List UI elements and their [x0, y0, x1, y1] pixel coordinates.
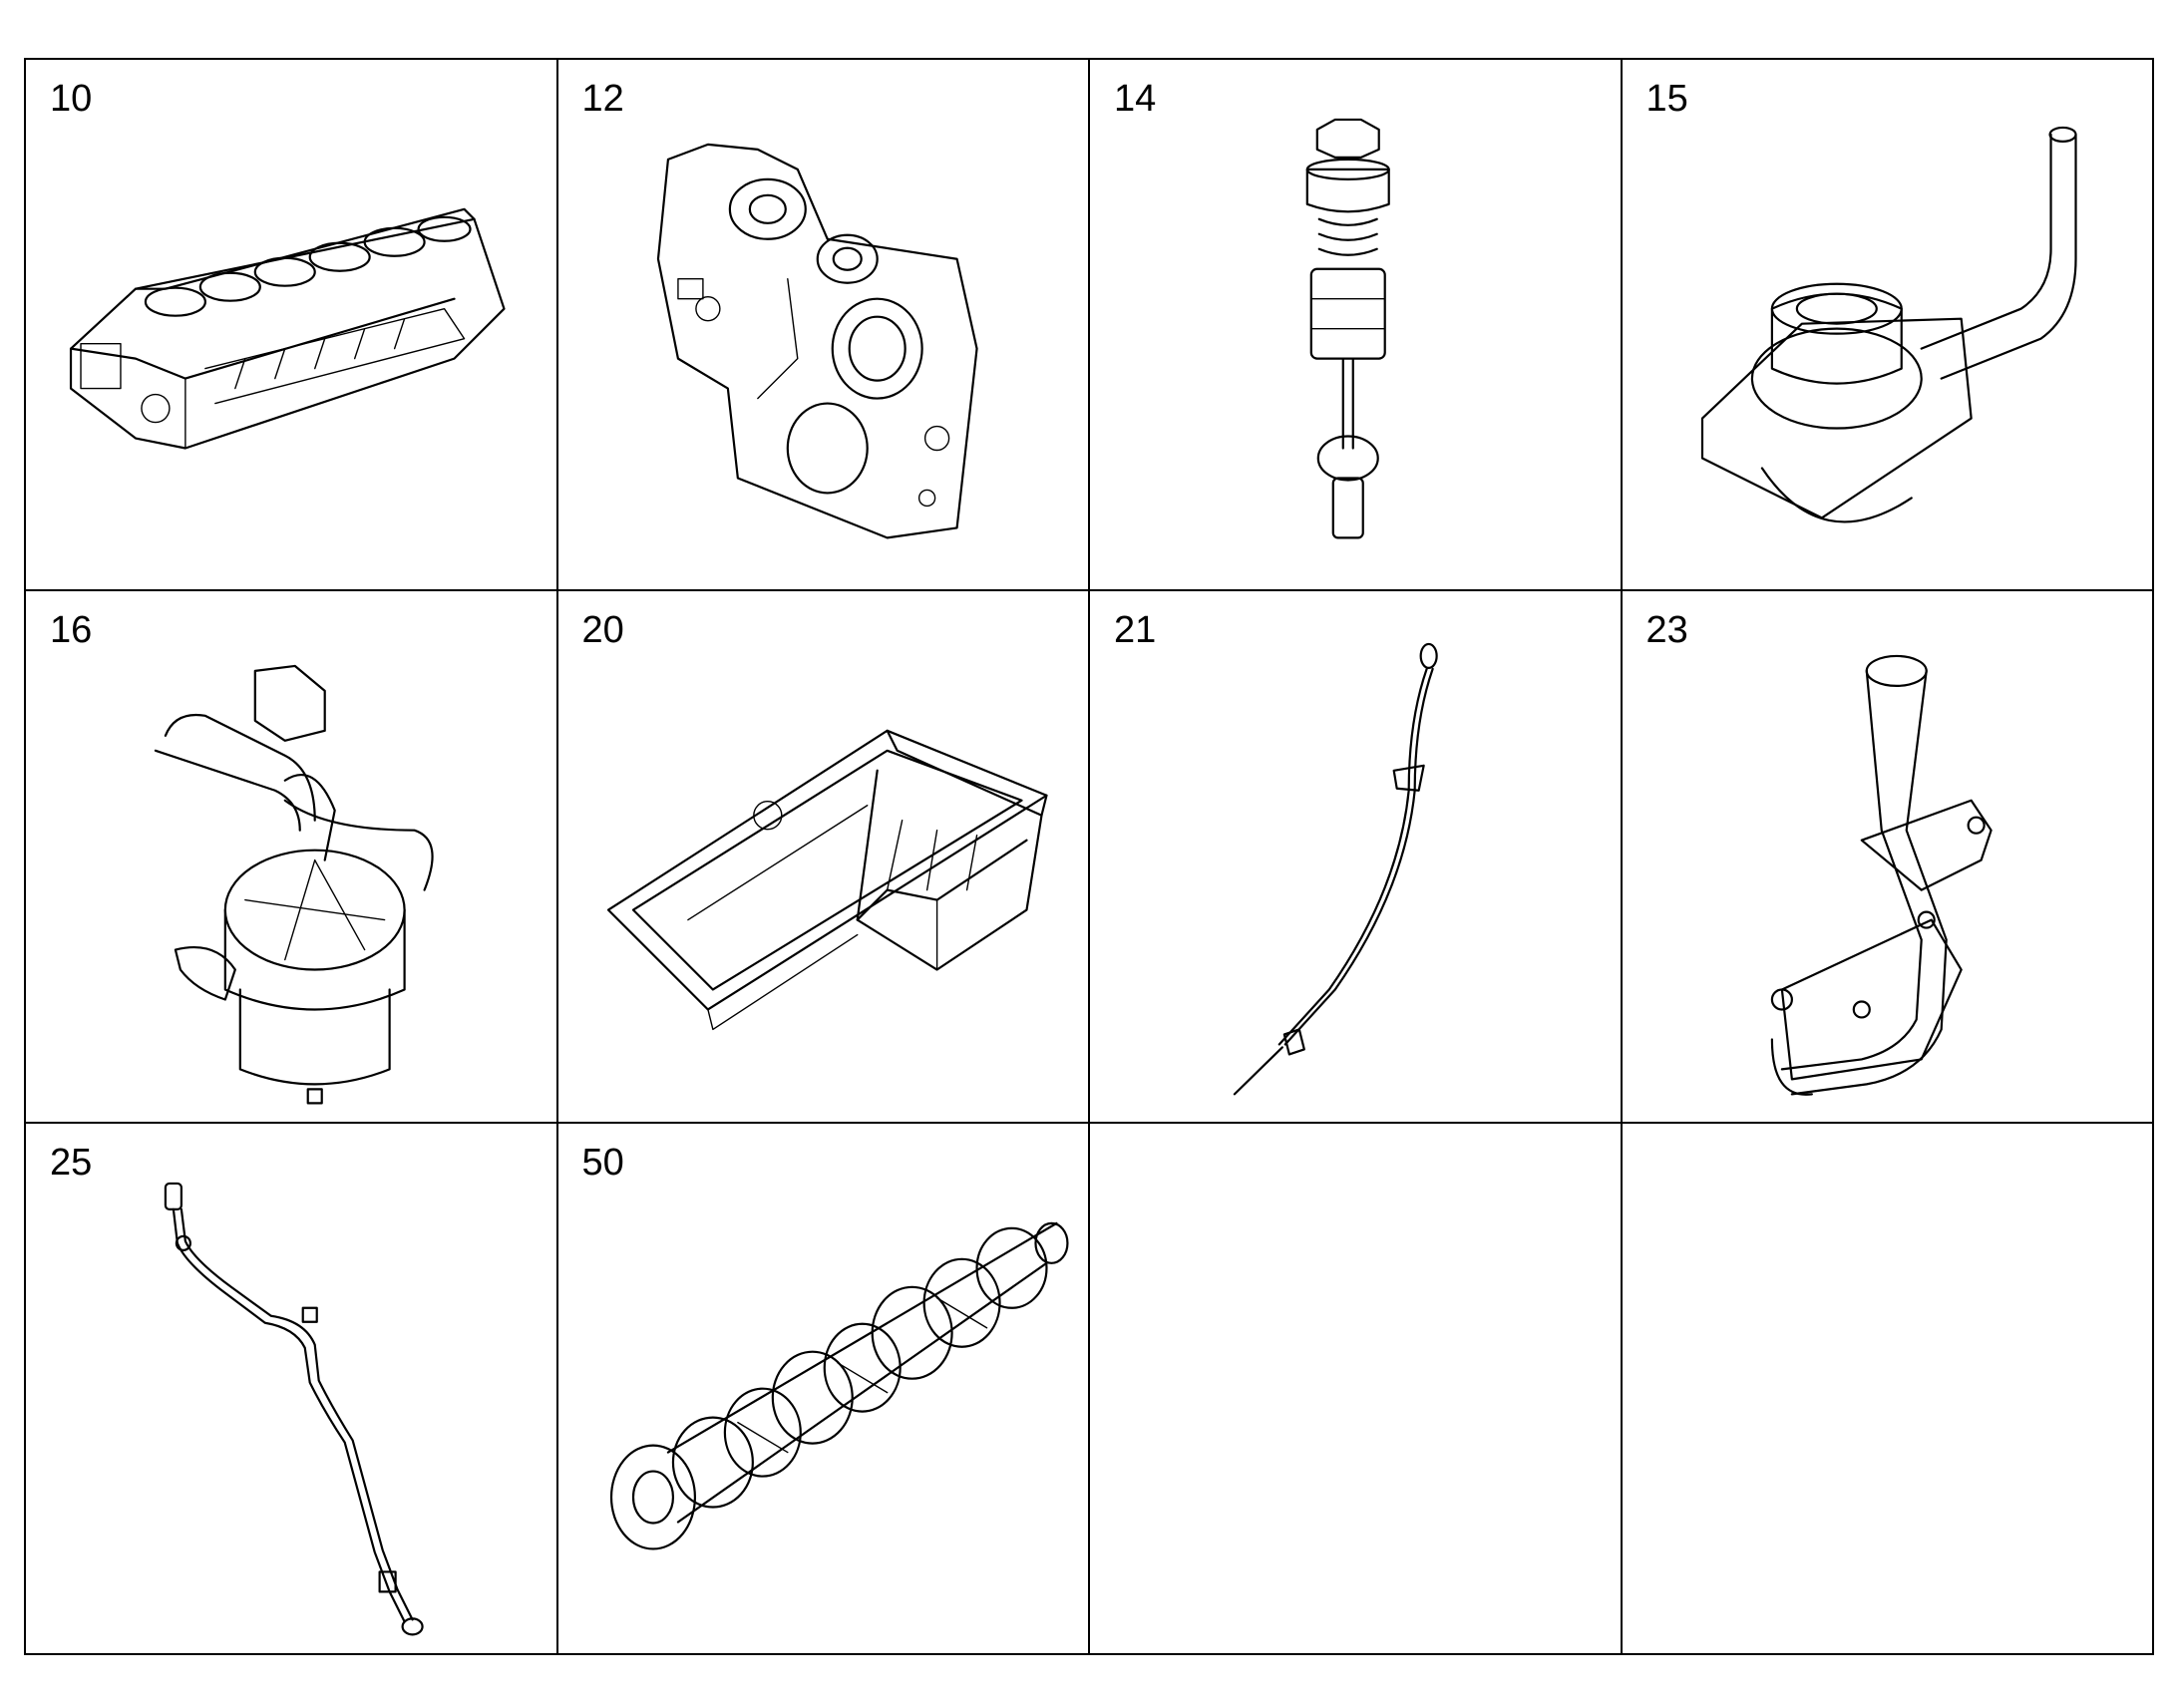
part-number: 25 [50, 1141, 93, 1184]
part-number: 23 [1645, 609, 1688, 652]
part-cell-10[interactable]: 10 [26, 60, 558, 592]
part-cell-21[interactable]: 21 [1090, 591, 1623, 1124]
oil-line-icon [164, 1182, 424, 1636]
part-number: 15 [1645, 78, 1688, 120]
valve-plug-icon [1305, 118, 1390, 539]
part-cell-20[interactable]: 20 [557, 591, 1090, 1124]
crankshaft-icon [609, 1221, 1069, 1550]
empty-cell [1090, 1123, 1623, 1655]
oil-pan-icon [606, 730, 1048, 1031]
part-cell-16[interactable]: 16 [26, 591, 558, 1124]
part-cell-25[interactable]: 25 [26, 1123, 558, 1655]
part-number: 21 [1114, 609, 1157, 652]
part-number: 10 [50, 78, 93, 120]
empty-cell [1622, 1123, 2154, 1655]
parts-grid: 10 12 [24, 58, 2154, 1655]
part-cell-15[interactable]: 15 [1622, 60, 2154, 592]
part-number: 50 [581, 1141, 624, 1184]
part-cell-50[interactable]: 50 [557, 1123, 1090, 1655]
part-number: 12 [581, 78, 624, 120]
part-number: 16 [50, 609, 93, 652]
cylinder-block-icon [69, 207, 506, 450]
part-number: 14 [1114, 78, 1157, 120]
filler-neck-icon [1700, 126, 2077, 523]
timing-case-icon [656, 143, 978, 539]
part-cell-12[interactable]: 12 [557, 60, 1090, 592]
part-number: 20 [581, 609, 624, 652]
part-cell-23[interactable]: 23 [1622, 591, 2154, 1124]
dipstick-icon [1233, 643, 1438, 1096]
oil-separator-icon [154, 665, 434, 1105]
guide-tube-icon [1770, 655, 1993, 1097]
part-cell-14[interactable]: 14 [1090, 60, 1623, 592]
